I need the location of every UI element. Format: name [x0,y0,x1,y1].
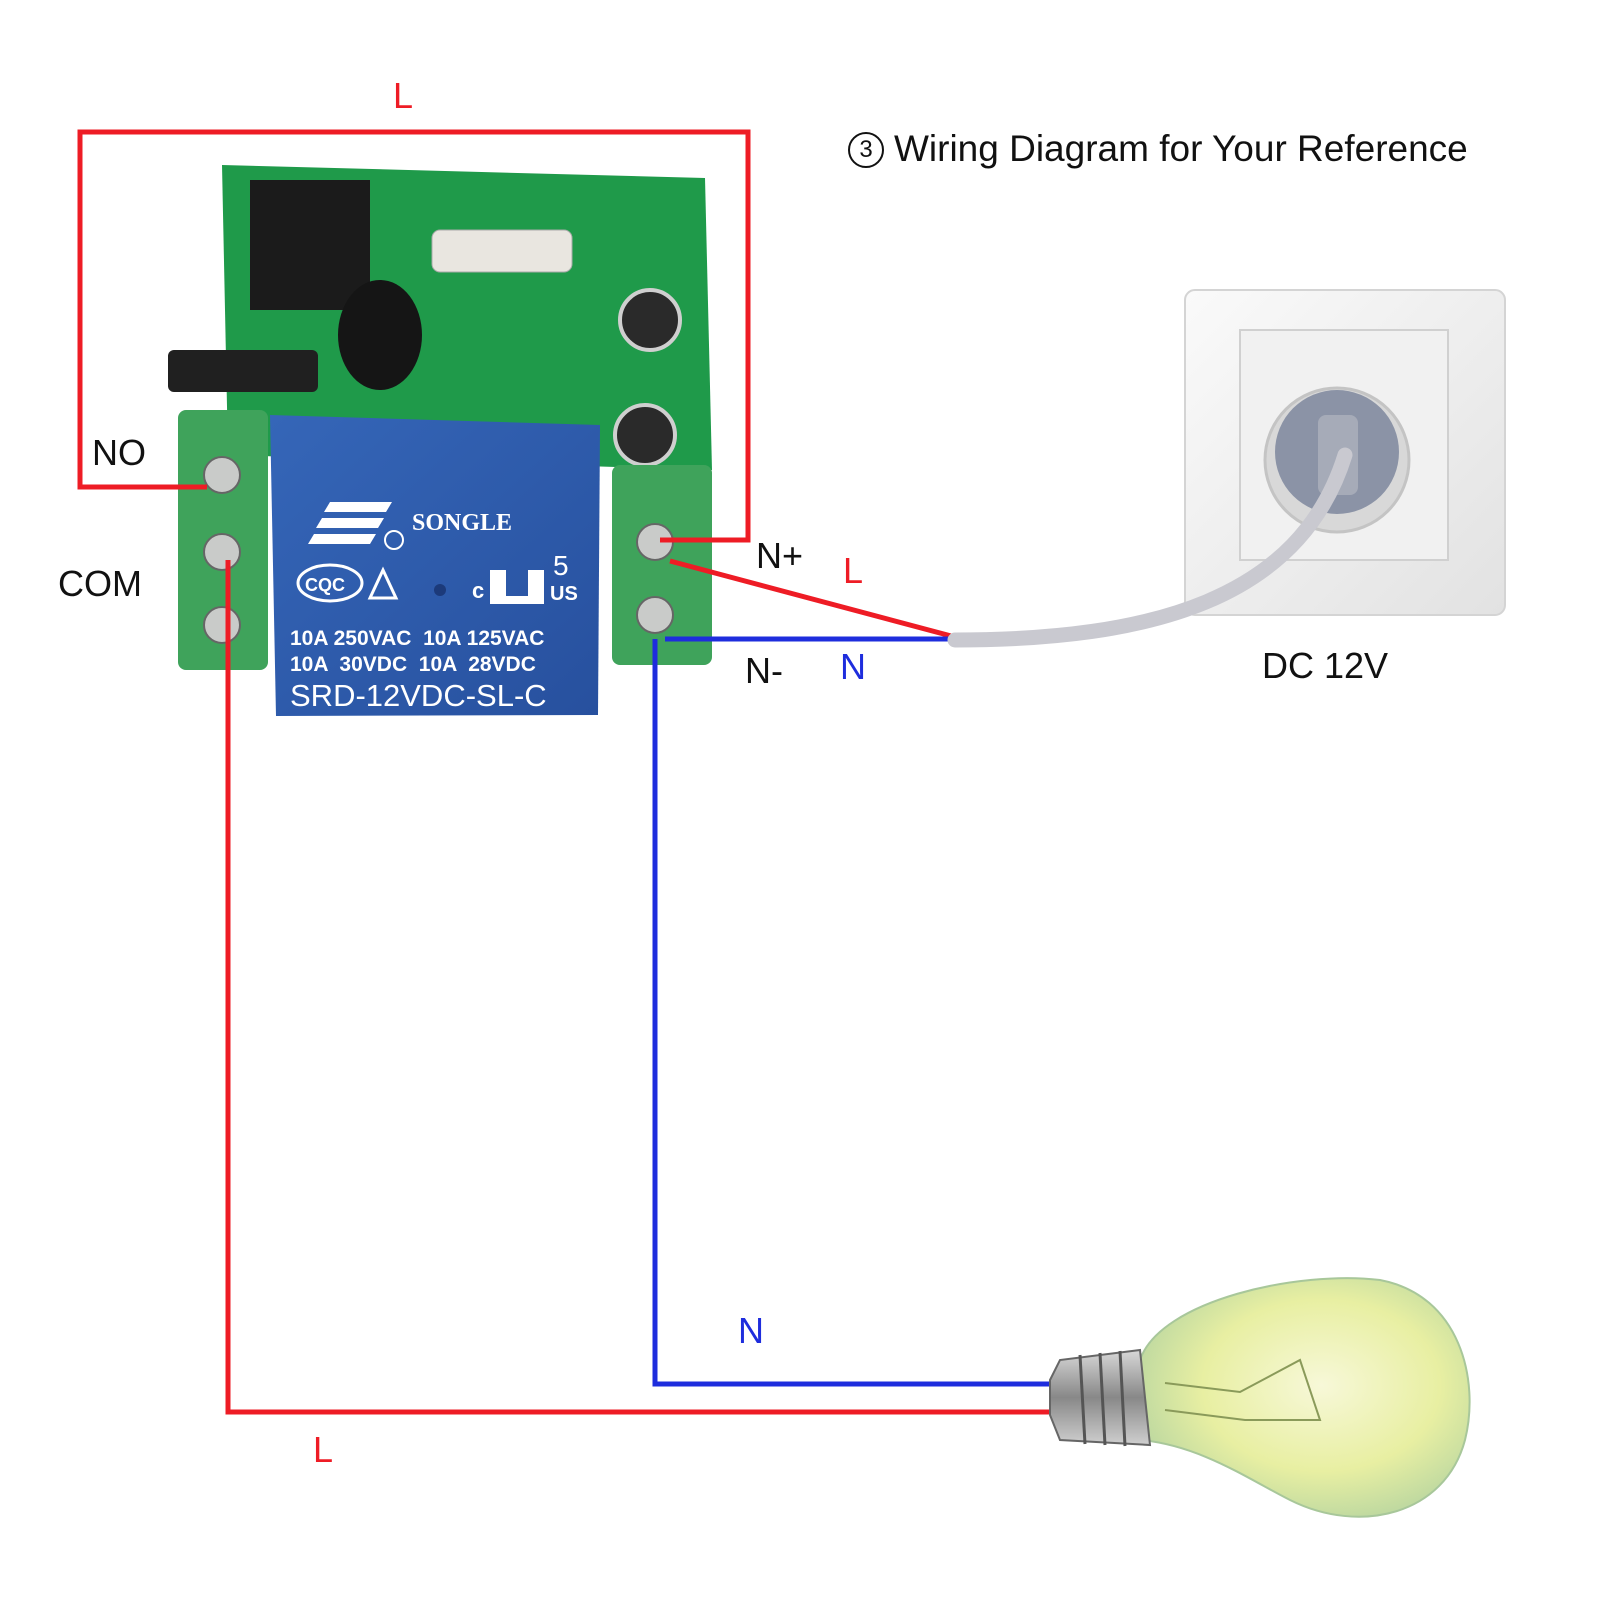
relay-model: SRD-12VDC-SL-C [290,678,547,713]
terminal-screw-com [203,533,241,571]
light-bulb [1049,1277,1471,1518]
jumper-header [168,350,318,392]
label-lamp-n: N [738,1310,764,1351]
crystal [431,229,573,273]
relay-brand: SONGLE [412,510,512,536]
relay-cqc: CQC [305,575,345,595]
label-com: COM [58,563,142,604]
relay-ul-c: c [472,578,484,603]
label-n-plus: N+ [756,535,804,576]
capacitor-top [618,288,682,352]
bulb-filament [1164,1358,1322,1421]
neutral-wire-lamp [652,639,1050,1387]
relay-pin-count: 5 [553,550,569,581]
relay-rating-line-2: 10A 30VDC 10A 28VDC [290,653,536,676]
tuv-triangle-icon [367,566,399,600]
power-cable [947,447,1353,648]
cqc-logo-icon [296,563,364,603]
title-text: Wiring Diagram for Your Reference [894,128,1468,169]
label-supply-n: N [840,646,866,687]
terminal-block-right [612,465,712,665]
bulb-glass [1139,1277,1471,1518]
label-n-minus: N- [745,650,783,691]
relay-ul-us: US [550,583,578,605]
bulb-base-threads [1078,1350,1127,1447]
capacitor-bottom [613,403,677,467]
step-number-marker: 3 [848,132,884,168]
relay-center-dot [434,584,446,596]
live-wire-supply [669,558,956,640]
wires [77,129,1353,1415]
terminal-screw-no [203,456,241,494]
live-wire-lamp [225,560,1050,1415]
label-top-loop-l: L [393,75,414,116]
relay-module: SONGLE CQC c US 5 10A 250VAC 10A 125VAC … [168,165,712,716]
registered-mark-icon [384,530,404,550]
label-lamp-l: L [313,1429,334,1470]
relay-rating-line-1: 10A 250VAC 10A 125VAC [290,627,544,650]
diagram-title: 3 Wiring Diagram for Your Reference [848,128,1468,170]
ul-logo-icon [490,570,544,604]
ic-chip [250,180,370,310]
terminal-screw-nc [203,606,241,644]
live-wire-top-loop [77,129,751,543]
terminal-screw-n-minus [636,596,674,634]
label-supply-l: L [843,550,864,591]
antenna-coil [338,280,422,390]
songle-logo-icon [308,502,392,544]
label-no: NO [92,432,146,473]
label-dc-12v: DC 12V [1262,645,1389,686]
relay-body [270,415,600,716]
